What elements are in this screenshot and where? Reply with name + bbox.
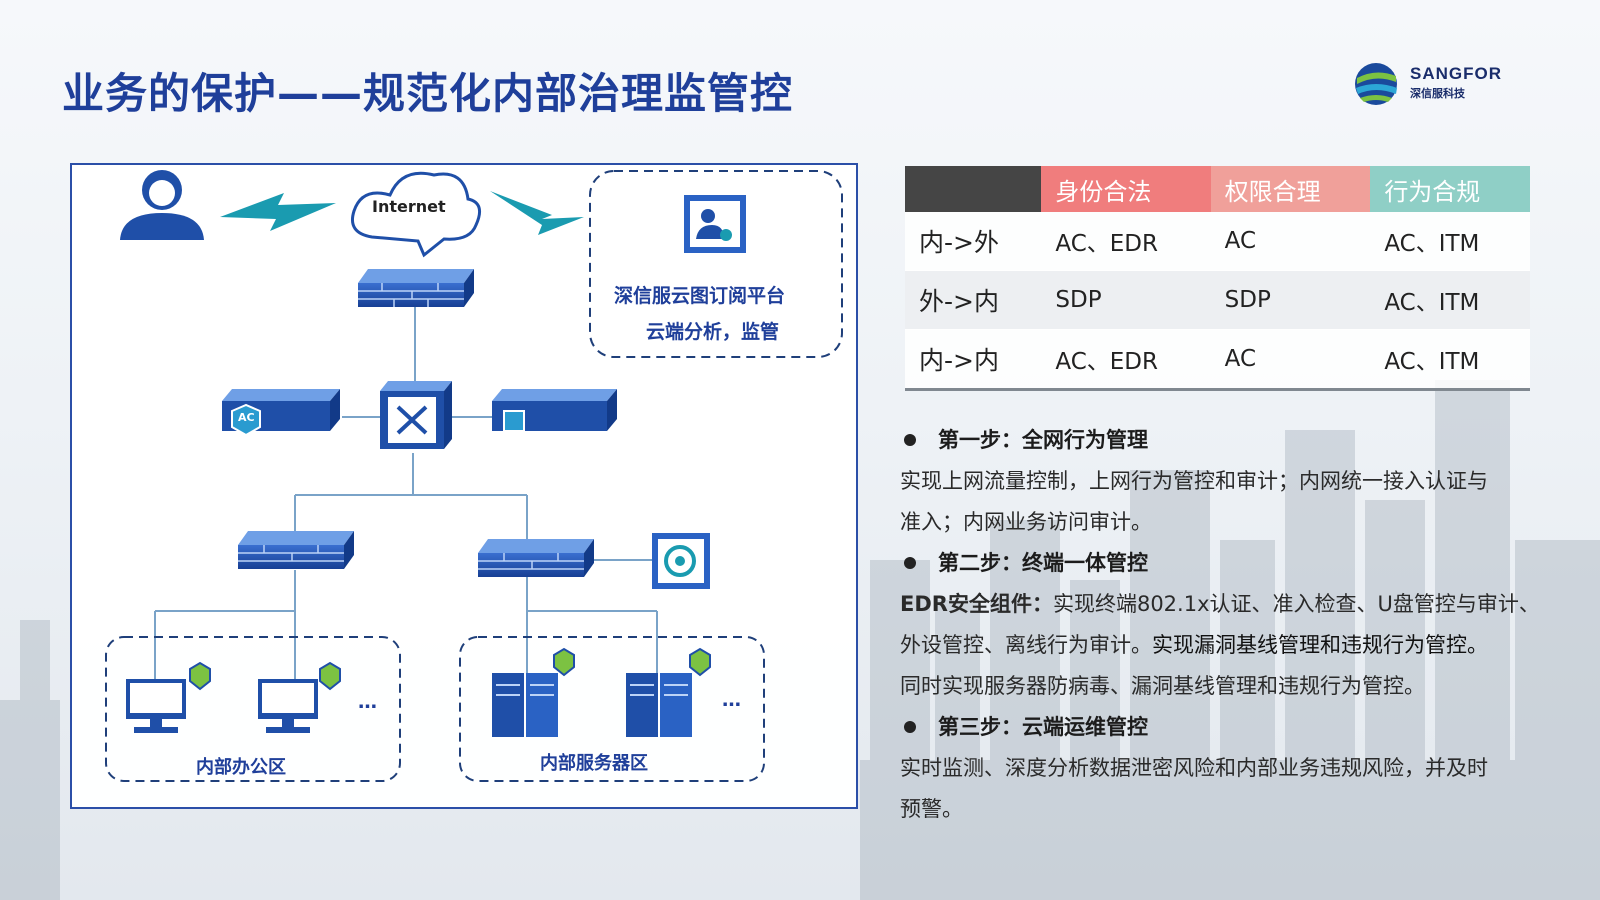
firewall-left-icon	[238, 531, 354, 569]
table-cell: SDP	[1210, 270, 1371, 330]
logo-subtitle: 深信服科技	[1410, 87, 1465, 100]
step2-title: 第二步：终端一体管控	[938, 551, 1148, 575]
logo-brand: SANGFOR	[1410, 64, 1502, 83]
shield-icon	[189, 661, 211, 691]
step1-line2: 准入；内网业务访问审计。	[900, 510, 1152, 534]
server-zone-box	[459, 636, 765, 782]
step2-line1-text: 实现终端802.1x认证、准入检查、U盘管控与审计、	[1052, 592, 1540, 616]
platform-label-line2: 云端分析，监管	[646, 321, 780, 343]
bullet-icon	[904, 721, 916, 733]
platform-label-line1: 深信服云图订阅平台	[614, 285, 786, 307]
table-row: 内->内 AC、EDR AC AC、ITM	[905, 329, 1530, 391]
step3-heading: 第三步：云端运维管控	[900, 707, 1580, 748]
shield-icon	[689, 647, 711, 677]
office-zone-box	[105, 636, 401, 782]
diagram-graphics	[105, 170, 843, 782]
server-icon	[492, 673, 558, 737]
step2-line2-text-b: 实现漏洞基线管理和违规行为管控。	[1152, 633, 1488, 657]
step2-line3: 同时实现服务器防病毒、漏洞基线管理和违规行为管控。	[900, 674, 1425, 698]
table-header-identity: 身份合法	[1041, 166, 1211, 212]
step2-line2: 外设管控、离线行为审计。实现漏洞基线管理和违规行为管控。	[900, 625, 1580, 666]
platform-user-icon	[684, 195, 746, 253]
table-header-corner	[905, 166, 1042, 212]
ac-badge: AC	[238, 411, 255, 424]
office-zone-label: 内部办公区	[196, 757, 286, 778]
table-cell: SDP	[1041, 270, 1211, 330]
page-title: 业务的保护——规范化内部治理监管控	[62, 69, 794, 118]
table-header-permission: 权限合理	[1210, 166, 1371, 212]
table-cell: AC、ITM	[1370, 270, 1530, 330]
table-cell: 内->内	[905, 329, 1042, 391]
security-matrix-table: 身份合法 权限合理 行为合规 内->外 AC、EDR AC AC、ITM 外->…	[905, 166, 1530, 391]
sangfor-logo: SANGFOR 深信服科技	[1352, 58, 1502, 110]
server-more-ellipsis: …	[722, 689, 741, 711]
step3-line2: 预警。	[900, 797, 963, 821]
bullet-icon	[904, 557, 916, 569]
shield-icon	[553, 647, 575, 677]
step1-heading: 第一步：全网行为管理	[900, 420, 1580, 461]
table-cell: AC、ITM	[1370, 212, 1530, 271]
table-header-row: 身份合法 权限合理 行为合规	[905, 166, 1530, 212]
table-row: 外->内 SDP SDP AC、ITM	[905, 270, 1530, 330]
table-header-behavior: 行为合规	[1370, 166, 1530, 212]
server-icon	[626, 673, 692, 737]
lightning-left-icon	[220, 193, 336, 231]
pc-icon	[126, 679, 186, 733]
step1-line1: 实现上网流量控制，上网行为管控和审计；内网统一接入认证与	[900, 469, 1488, 493]
step2-heading: 第二步：终端一体管控	[900, 543, 1580, 584]
table-cell: 外->内	[905, 270, 1042, 330]
office-more-ellipsis: …	[358, 691, 377, 713]
table-cell: AC	[1210, 329, 1371, 391]
shield-icon	[319, 661, 341, 691]
user-icon	[120, 170, 204, 240]
table-cell: AC	[1210, 212, 1371, 271]
table-cell: AC、EDR	[1041, 329, 1211, 391]
table-cell: 内->外	[905, 212, 1042, 271]
table-row: 内->外 AC、EDR AC AC、ITM	[905, 212, 1530, 271]
step3-line1: 实时监测、深度分析数据泄密风险和内部业务违规风险，并及时	[900, 756, 1488, 780]
internet-label: Internet	[372, 197, 446, 216]
server-zone-label: 内部服务器区	[540, 753, 648, 774]
ad-appliance-icon	[492, 389, 617, 432]
sangfor-globe-icon	[1355, 63, 1397, 105]
step2-line2-text-a: 外设管控、离线行为审计。	[900, 633, 1152, 657]
ac-appliance-icon	[222, 389, 340, 437]
steps-section: 第一步：全网行为管理 实现上网流量控制，上网行为管控和审计；内网统一接入认证与 …	[900, 420, 1580, 830]
table-cell: AC、ITM	[1370, 329, 1530, 391]
lightning-right-icon	[490, 191, 584, 235]
internet-cloud-icon	[351, 171, 482, 258]
firewall-right-icon	[478, 539, 594, 577]
step3-title: 第三步：云端运维管控	[938, 715, 1148, 739]
step1-title: 第一步：全网行为管理	[938, 428, 1148, 452]
table-cell: AC、EDR	[1041, 212, 1211, 271]
platform-zone	[589, 170, 843, 358]
audit-device-icon	[652, 533, 710, 589]
edr-component-label: EDR安全组件：	[900, 592, 1053, 616]
network-diagram: Internet AC 深信服云图订阅平台 云端分析，监管 内部办公区 内部服务…	[70, 163, 858, 809]
bullet-icon	[904, 434, 916, 446]
firewall-top-icon	[358, 269, 474, 307]
core-switch-icon	[380, 381, 452, 449]
pc-icon	[258, 679, 318, 733]
step2-line1: EDR安全组件：实现终端802.1x认证、准入检查、U盘管控与审计、	[900, 584, 1580, 625]
